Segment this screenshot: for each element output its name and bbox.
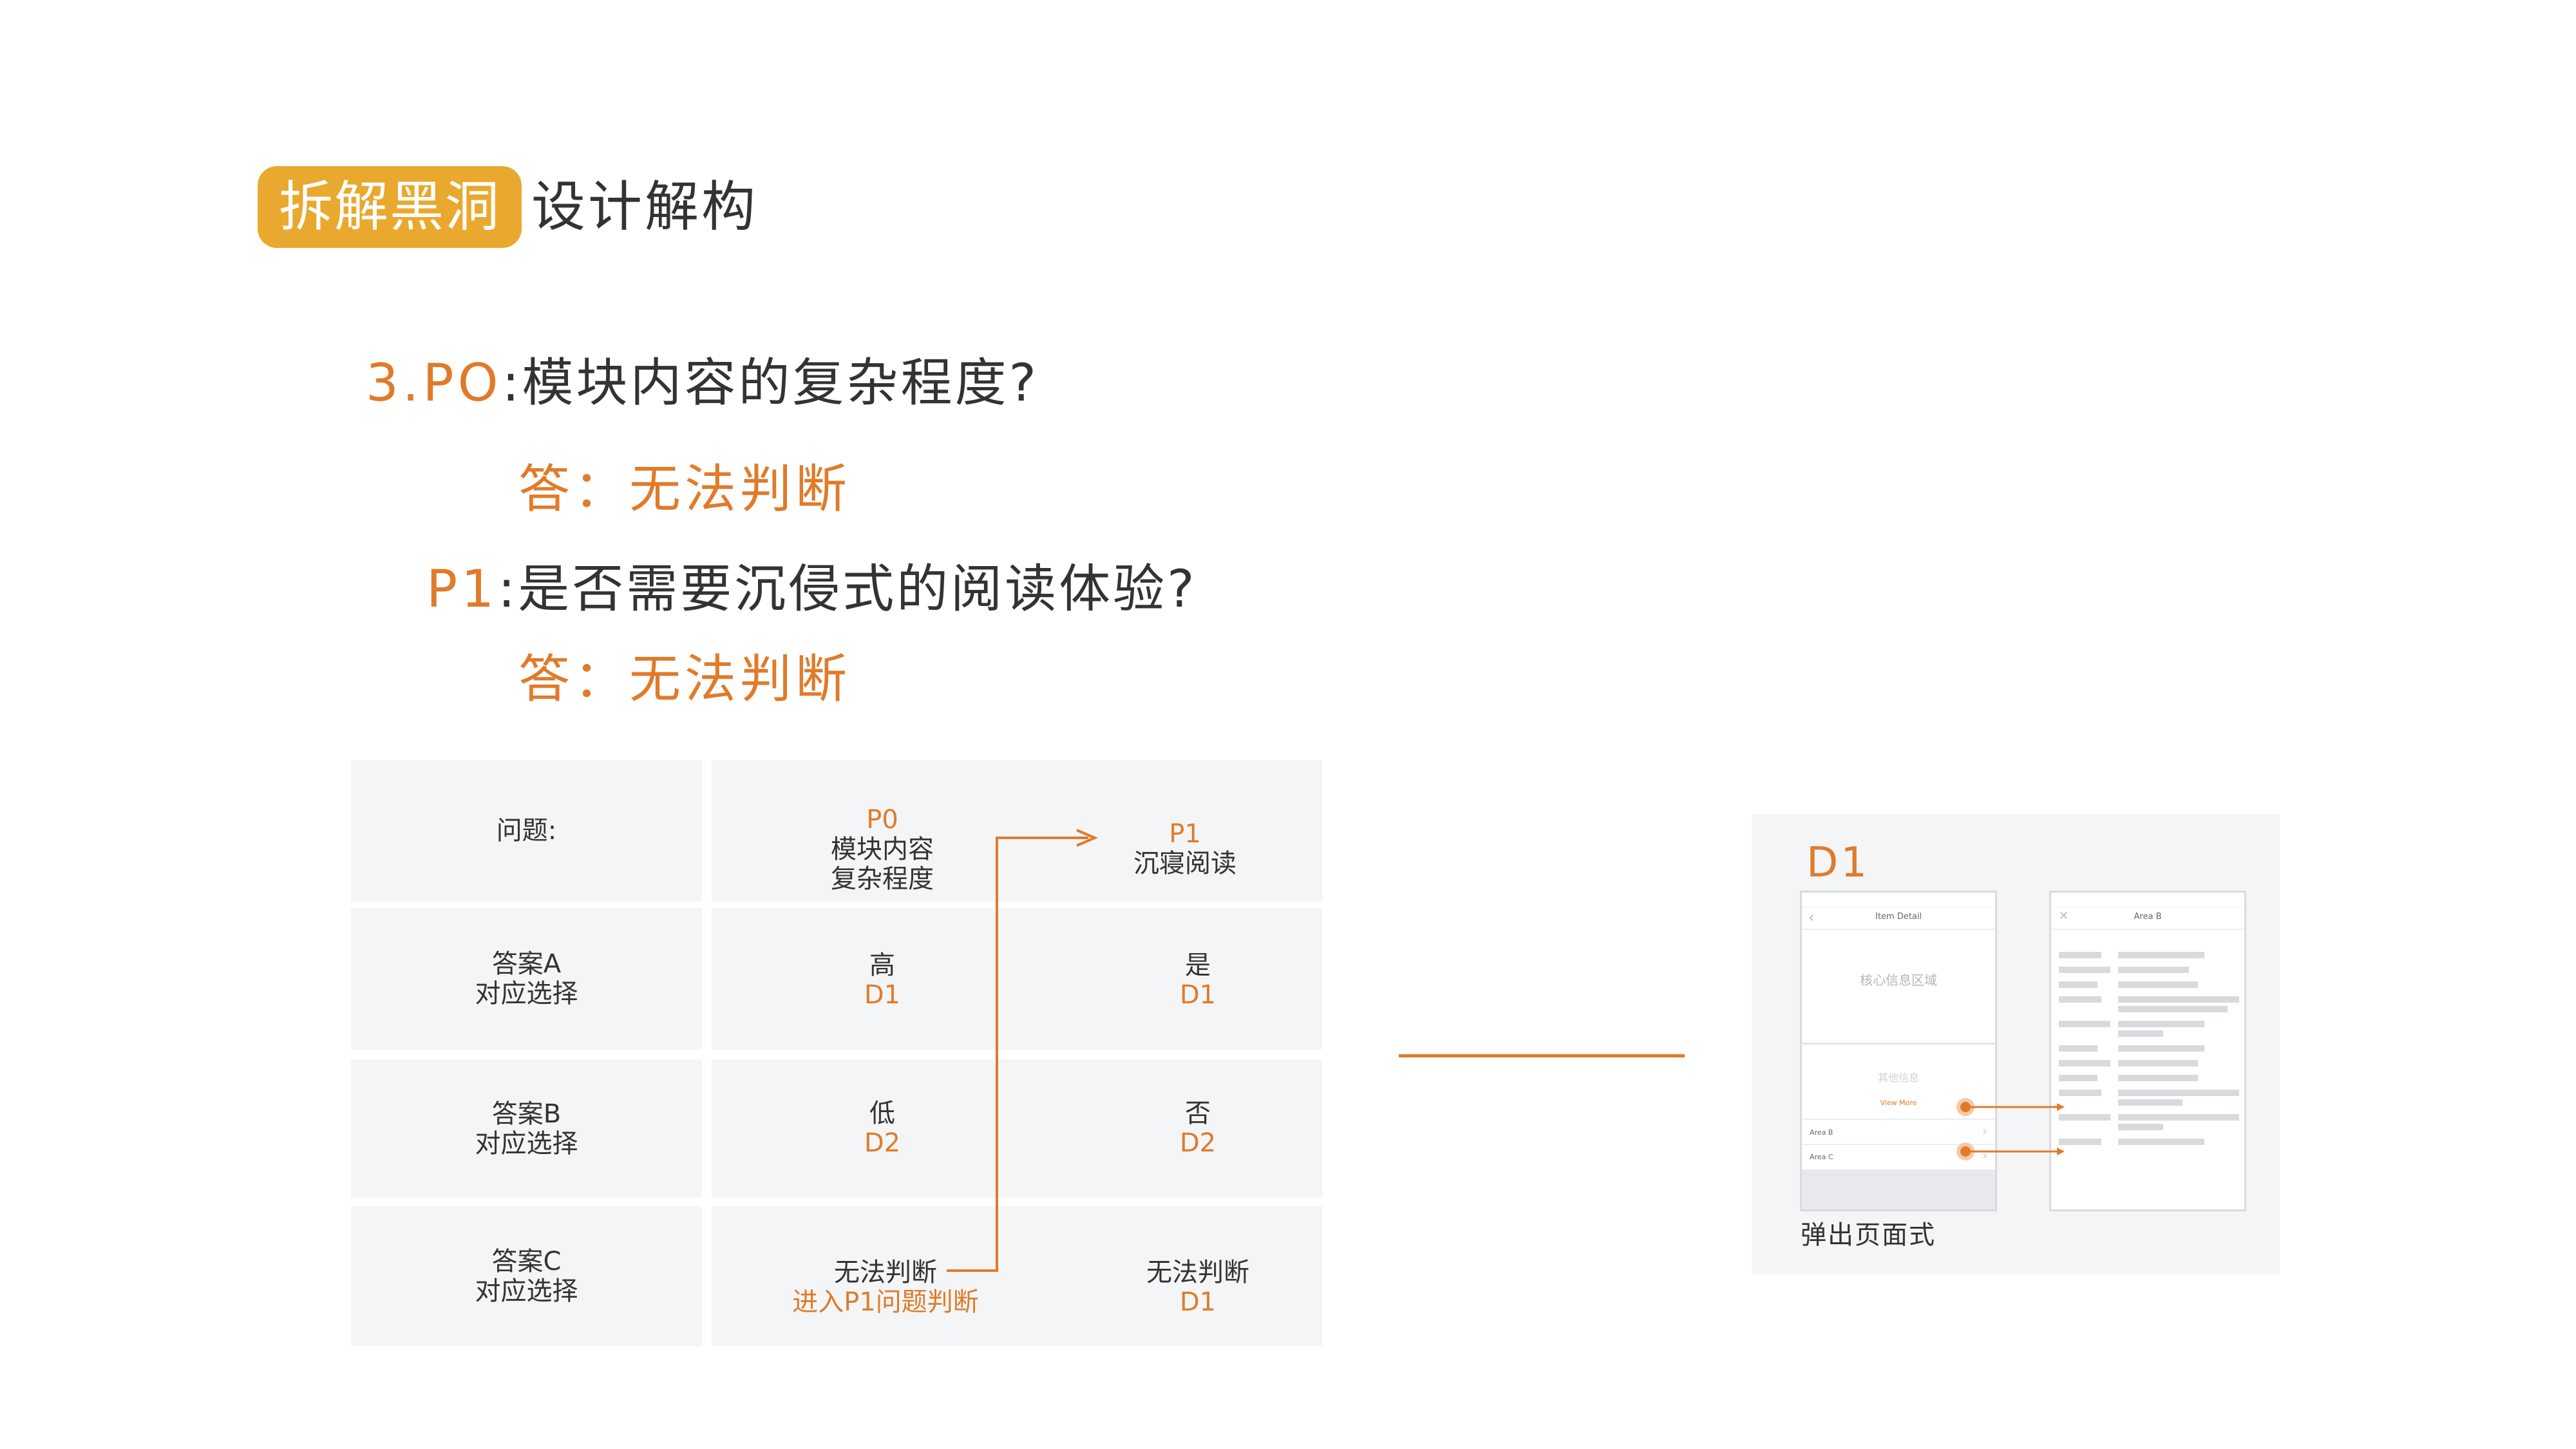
row-b-p0: 低 D2 bbox=[792, 1099, 972, 1158]
nav-title: Area B bbox=[2134, 912, 2162, 922]
row-b-p1-result: D2 bbox=[1179, 1128, 1217, 1158]
nav-title: Item Detail bbox=[1875, 912, 1922, 922]
nav-bar: ‹ Item Detail bbox=[1802, 907, 1995, 930]
header-p1-text: 沉寝阅读 bbox=[1133, 849, 1236, 878]
back-icon[interactable]: ‹ bbox=[1808, 908, 1815, 926]
list-item[interactable]: Area C › bbox=[1802, 1145, 1995, 1168]
header-p0-line2: 复杂程度 bbox=[831, 864, 934, 894]
row-label-line1: 答案C bbox=[491, 1246, 562, 1276]
row-c-p1: 无法判断 D1 bbox=[1108, 1258, 1288, 1317]
section-tag: 拆解黑洞 bbox=[258, 166, 522, 248]
question-text: :模块内容的复杂程度? bbox=[502, 353, 1039, 413]
row-label-line1: 答案A bbox=[491, 949, 562, 979]
row-c-p0-value: 无法判断 bbox=[834, 1258, 937, 1287]
table-row-c-label: 答案C 对应选择 bbox=[351, 1206, 702, 1346]
secondary-area: 其他信息 View More bbox=[1802, 1045, 1995, 1120]
core-info-label: 核心信息区域 bbox=[1860, 972, 1937, 988]
row-b-p1-value: 否 bbox=[1185, 1099, 1211, 1128]
question-code: 3.PO bbox=[366, 353, 502, 413]
status-bar bbox=[1802, 893, 1995, 907]
table-row-c-options bbox=[712, 1206, 1322, 1346]
row-b-p1: 否 D2 bbox=[1108, 1099, 1288, 1158]
connector-line bbox=[1399, 1054, 1685, 1057]
row-a-p1-value: 是 bbox=[1185, 951, 1211, 980]
secondary-label: 其他信息 bbox=[1877, 1072, 1919, 1084]
core-info-area: 核心信息区域 bbox=[1802, 930, 1995, 1045]
table-header-label: 问题: bbox=[351, 760, 702, 902]
status-bar bbox=[2051, 893, 2244, 907]
question-p1: P1:是否需要沉侵式的阅读体验? bbox=[426, 554, 1197, 625]
answer-p0: 答：无法判断 bbox=[518, 459, 851, 519]
table-header-options bbox=[712, 760, 1322, 902]
row-a-p1-result: D1 bbox=[1179, 980, 1217, 1010]
row-label-line2: 对应选择 bbox=[475, 979, 578, 1009]
phone-mock-left: ‹ Item Detail 核心信息区域 其他信息 View More Area… bbox=[1800, 891, 1997, 1211]
row-a-p1: 是 D1 bbox=[1108, 951, 1288, 1010]
row-b-p0-value: 低 bbox=[869, 1099, 895, 1128]
question-text: :是否需要沉侵式的阅读体验? bbox=[498, 559, 1197, 619]
phone-mock-right: ✕ Area B bbox=[2049, 891, 2246, 1211]
answer-p1: 答：无法判断 bbox=[518, 649, 851, 709]
view-more-link[interactable]: View More bbox=[1880, 1099, 1917, 1107]
header-label: 问题: bbox=[496, 816, 557, 846]
preview-label: D1 bbox=[1806, 839, 1870, 887]
chevron-right-icon: › bbox=[1982, 1148, 1987, 1163]
table-row-a-options bbox=[712, 908, 1322, 1050]
question-code: P1 bbox=[426, 559, 498, 619]
close-icon[interactable]: ✕ bbox=[2059, 909, 2069, 923]
row-label-line2: 对应选择 bbox=[475, 1128, 578, 1159]
bottom-area bbox=[1802, 1170, 1995, 1209]
list-item-label: Area C bbox=[1810, 1153, 1833, 1161]
row-c-p1-value: 无法判断 bbox=[1146, 1258, 1249, 1287]
row-c-p0: 无法判断 进入P1问题判断 bbox=[776, 1258, 995, 1317]
header-p1-code: P1 bbox=[1169, 819, 1201, 849]
chevron-right-icon: › bbox=[1982, 1123, 1987, 1139]
list-item[interactable]: Area B › bbox=[1802, 1121, 1995, 1145]
row-a-p0-value: 高 bbox=[869, 951, 895, 980]
row-label-line1: 答案B bbox=[491, 1099, 562, 1129]
content-placeholder bbox=[2059, 952, 2239, 1145]
row-c-p0-result: 进入P1问题判断 bbox=[792, 1287, 979, 1317]
header-p0-code: P0 bbox=[866, 805, 898, 835]
table-row-b-label: 答案B 对应选择 bbox=[351, 1059, 702, 1198]
row-b-p0-result: D2 bbox=[864, 1128, 901, 1158]
header-p0-line1: 模块内容 bbox=[831, 835, 934, 864]
question-p0: 3.PO:模块内容的复杂程度? bbox=[366, 348, 1039, 419]
preview-caption: 弹出页面式 bbox=[1801, 1220, 1936, 1250]
row-label-line2: 对应选择 bbox=[475, 1276, 578, 1306]
nav-bar: ✕ Area B bbox=[2051, 907, 2244, 930]
row-c-p1-result: D1 bbox=[1179, 1287, 1217, 1317]
list-item-label: Area B bbox=[1810, 1128, 1833, 1137]
table-row-b-options bbox=[712, 1059, 1322, 1198]
row-a-p0-result: D1 bbox=[864, 980, 901, 1010]
table-row-a-label: 答案A 对应选择 bbox=[351, 908, 702, 1050]
row-a-p0: 高 D1 bbox=[792, 951, 972, 1010]
section-title: 设计解构 bbox=[531, 175, 759, 238]
